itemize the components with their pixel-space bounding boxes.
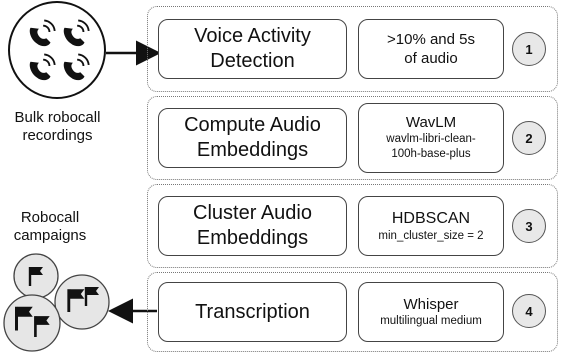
flag-circle: [54, 274, 110, 330]
step-param-line1: >10% and 5s: [387, 31, 475, 48]
step-title-box-2: Compute Audio Embeddings: [158, 108, 347, 168]
step-title-line1: Voice Activity: [194, 25, 311, 47]
output-label-line2: campaigns: [13, 227, 87, 244]
step-title-box-3: Cluster Audio Embeddings: [158, 196, 347, 256]
step-param-line1: HDBSCAN: [391, 209, 471, 227]
input-label-line1: Bulk robocall: [14, 109, 101, 126]
step-param-line1: WavLM: [405, 114, 457, 131]
step-param-line2: wavlm-libri-clean-: [386, 133, 476, 145]
step-title-box-1: Voice Activity Detection: [158, 19, 347, 79]
flag-circle: [13, 253, 59, 299]
step-param-line2: multilingual medium: [380, 315, 482, 327]
step-param-box-3: HDBSCAN min_cluster_size = 2: [358, 196, 504, 256]
flags-icon-group: [3, 253, 110, 352]
step-title-line2: Detection: [210, 50, 295, 72]
step-param-box-2: WavLM wavlm-libri-clean- 100h-base-plus: [358, 103, 504, 173]
input-label: Bulk robocall recordings: [0, 109, 115, 145]
step-number-badge-2: 2: [512, 121, 546, 155]
step-title-box-4: Transcription: [158, 282, 347, 342]
step-title-line2: Embeddings: [196, 227, 309, 249]
step-title-line1: Cluster Audio: [193, 202, 312, 224]
step-number-badge-1: 1: [512, 32, 546, 66]
phones-icon-group: [8, 1, 106, 99]
step-param-box-4: Whisper multilingual medium: [358, 282, 504, 342]
step-title-line2: Embeddings: [196, 139, 309, 161]
step-group-3: Cluster Audio Embeddings HDBSCAN min_clu…: [147, 184, 558, 268]
phones-circle: [8, 1, 106, 99]
step-group-2: Compute Audio Embeddings WavLM wavlm-lib…: [147, 96, 558, 180]
step-param-line3: 100h-base-plus: [391, 148, 471, 160]
step-param-line1: Whisper: [403, 296, 459, 313]
step-title-line1: Compute Audio: [184, 114, 321, 136]
flag-circle: [3, 294, 61, 352]
step-number-badge-3: 3: [512, 209, 546, 243]
step-param-box-1: >10% and 5s of audio: [358, 19, 504, 79]
output-label-line1: Robocall: [20, 209, 80, 226]
step-group-1: Voice Activity Detection >10% and 5s of …: [147, 6, 558, 92]
input-label-line2: recordings: [22, 127, 93, 144]
step-param-line2: of audio: [404, 50, 458, 67]
step-number-badge-4: 4: [512, 294, 546, 328]
step-group-4: Transcription Whisper multilingual mediu…: [147, 272, 558, 352]
step-title-line1: Transcription: [195, 300, 310, 323]
output-label: Robocall campaigns: [0, 209, 100, 245]
step-param-line2: min_cluster_size = 2: [378, 229, 484, 242]
